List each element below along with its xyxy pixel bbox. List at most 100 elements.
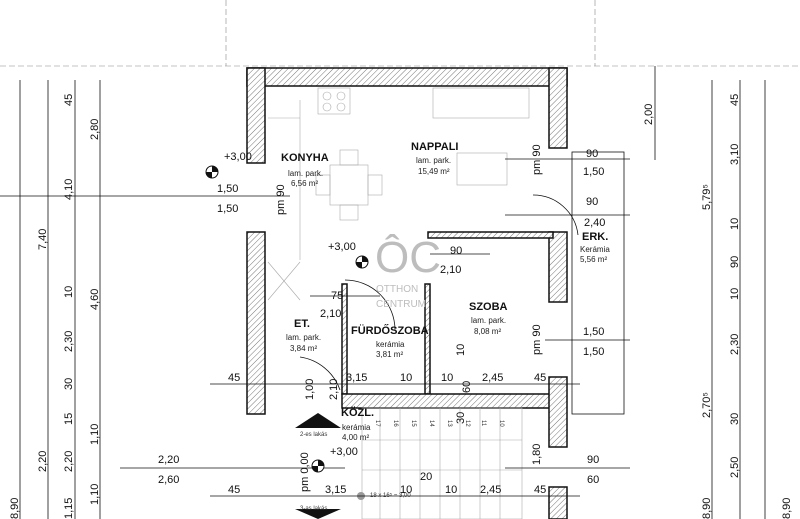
svg-text:2,20: 2,20: [158, 454, 179, 466]
svg-text:30: 30: [729, 413, 741, 425]
flat-entry-arrow: [295, 509, 341, 519]
svg-text:2,10: 2,10: [328, 379, 340, 400]
svg-text:45: 45: [534, 484, 546, 496]
svg-text:1,50: 1,50: [583, 326, 604, 338]
svg-text:pm 90: pm 90: [531, 324, 543, 355]
svg-text:3,15: 3,15: [325, 484, 346, 496]
svg-text:2,45: 2,45: [482, 372, 503, 384]
svg-text:10: 10: [455, 344, 467, 356]
svg-text:10: 10: [729, 288, 741, 300]
svg-text:3,10: 3,10: [729, 144, 741, 165]
left-dimension-labels: 45 2,80 4,10 7,40 10 4,60 2,30 30 15 1,1…: [9, 94, 101, 519]
svg-text:1,50: 1,50: [217, 203, 238, 215]
svg-text:90: 90: [729, 256, 741, 268]
svg-text:1,10: 1,10: [89, 484, 101, 505]
svg-text:10: 10: [400, 484, 412, 496]
svg-text:45: 45: [63, 94, 75, 106]
svg-text:90: 90: [586, 196, 598, 208]
svg-text:15,49 m²: 15,49 m²: [418, 167, 450, 176]
svg-text:lam. park.: lam. park.: [471, 316, 506, 325]
svg-text:2,80: 2,80: [89, 119, 101, 140]
room-name-et: ET.: [294, 318, 310, 330]
svg-text:2,50: 2,50: [729, 457, 741, 478]
svg-text:1,80: 1,80: [531, 444, 543, 465]
svg-text:lam. park.: lam. park.: [416, 156, 451, 165]
room-name-konyha: KONYHA: [281, 152, 329, 164]
room-name-szoba: SZOBA: [469, 301, 508, 313]
room-labels: KONYHA lam. park. 6,56 m² NAPPALI lam. p…: [224, 141, 610, 512]
staircase: [357, 407, 523, 519]
svg-text:2,10: 2,10: [320, 308, 341, 320]
furniture: [267, 87, 579, 391]
svg-text:kerámia: kerámia: [342, 423, 371, 432]
svg-text:60: 60: [461, 381, 473, 393]
svg-text:90: 90: [586, 148, 598, 160]
svg-text:13: 13: [446, 420, 452, 427]
svg-text:lam. park.: lam. park.: [288, 169, 323, 178]
room-name-nappali: NAPPALI: [411, 141, 458, 153]
flat-entry-arrow: [295, 413, 341, 428]
svg-text:14: 14: [428, 420, 434, 427]
walls: [246, 67, 625, 519]
svg-text:4,10: 4,10: [63, 179, 75, 200]
svg-text:2,40: 2,40: [584, 217, 605, 229]
svg-text:45: 45: [729, 94, 741, 106]
svg-text:45: 45: [228, 372, 240, 384]
svg-text:2,30: 2,30: [63, 331, 75, 352]
svg-text:10: 10: [63, 286, 75, 298]
svg-text:90: 90: [587, 454, 599, 466]
svg-text:+3,00: +3,00: [224, 151, 252, 163]
room-name-kozl: KÖZL.: [341, 406, 374, 419]
svg-text:+3,00: +3,00: [330, 446, 358, 458]
svg-text:10: 10: [441, 372, 453, 384]
svg-text:1,50: 1,50: [583, 166, 604, 178]
svg-text:2,60: 2,60: [158, 474, 179, 486]
svg-text:30: 30: [63, 378, 75, 390]
svg-text:Kerámia: Kerámia: [580, 245, 610, 254]
svg-text:pm 0,00: pm 0,00: [299, 452, 311, 492]
svg-text:2,00: 2,00: [643, 104, 655, 125]
svg-text:8,08 m²: 8,08 m²: [474, 327, 501, 336]
svg-text:3,84 m²: 3,84 m²: [290, 344, 317, 353]
svg-text:18 x 16⁵ = 3,00: 18 x 16⁵ = 3,00: [370, 492, 411, 499]
svg-text:75: 75: [331, 290, 343, 302]
svg-text:1,00: 1,00: [304, 379, 316, 400]
svg-text:15: 15: [63, 413, 75, 425]
dimension-lines: [0, 66, 766, 519]
svg-text:8,90: 8,90: [9, 498, 21, 519]
svg-text:pm 90: pm 90: [275, 184, 287, 215]
svg-text:ÔC: ÔC: [375, 232, 441, 282]
svg-text:3-as lakás: 3-as lakás: [300, 506, 327, 512]
right-dimension-labels: 2,00 45 3,10 5,79⁵ 10 90 10 2,30 2,70⁵ 3…: [643, 94, 793, 519]
level-markers: [205, 165, 369, 519]
svg-text:30: 30: [455, 412, 467, 424]
room-name-erk: ERK.: [582, 231, 608, 243]
svg-text:2,45: 2,45: [480, 484, 501, 496]
svg-text:60: 60: [587, 474, 599, 486]
svg-text:+3,00: +3,00: [328, 241, 356, 253]
svg-text:6,56 m²: 6,56 m²: [291, 179, 318, 188]
svg-text:2,20: 2,20: [63, 451, 75, 472]
svg-text:15: 15: [410, 420, 416, 427]
svg-text:1,50: 1,50: [217, 183, 238, 195]
svg-text:2,30: 2,30: [729, 334, 741, 355]
svg-text:1,10: 1,10: [89, 424, 101, 445]
svg-text:pm 90: pm 90: [531, 144, 543, 175]
svg-text:11: 11: [480, 420, 486, 427]
svg-text:OTTHON: OTTHON: [376, 284, 418, 295]
svg-text:2,20: 2,20: [37, 451, 49, 472]
svg-text:4,60: 4,60: [89, 289, 101, 310]
svg-text:12: 12: [464, 420, 470, 427]
svg-text:90: 90: [450, 245, 462, 257]
svg-text:1,15: 1,15: [63, 498, 75, 519]
balcony-outline: [571, 151, 625, 415]
svg-text:10: 10: [400, 372, 412, 384]
svg-text:10: 10: [729, 218, 741, 230]
svg-text:8,90: 8,90: [781, 498, 793, 519]
svg-text:lam. park.: lam. park.: [286, 333, 321, 342]
room-name-furdoszoba: FÜRDŐSZOBA: [351, 324, 429, 337]
svg-text:17: 17: [374, 420, 380, 427]
svg-text:2-es lakás: 2-es lakás: [300, 432, 327, 438]
svg-text:5,79⁵: 5,79⁵: [701, 184, 713, 210]
